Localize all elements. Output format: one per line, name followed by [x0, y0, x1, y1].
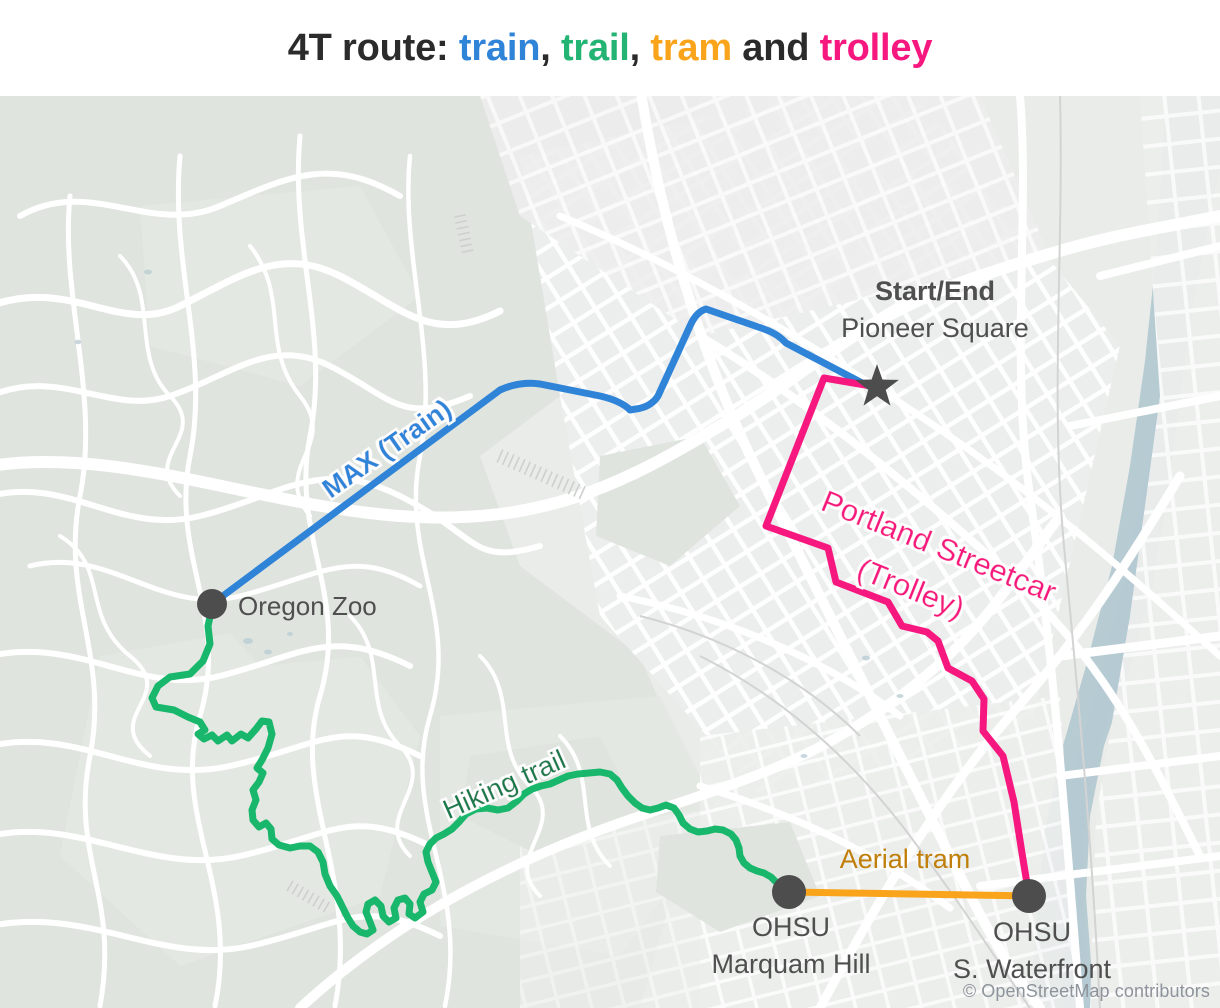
- oregon-zoo-dot-marker[interactable]: [197, 589, 227, 619]
- label-ohsu-waterfront-line1: OHSU: [993, 917, 1071, 947]
- map-hill-polygon-c: [140, 186, 420, 386]
- map-roads-hills: [0, 133, 612, 1008]
- map-bridge-hatching: [286, 213, 586, 913]
- label-ohsu-waterfront-line2: S. Waterfront: [953, 954, 1112, 984]
- route-tram-line[interactable]: [785, 888, 1033, 900]
- marker-layer: [197, 364, 1046, 913]
- route-trail-line[interactable]: [148, 604, 793, 938]
- label-aerial-tram: Aerial tram: [840, 844, 971, 874]
- title-word-trail: trail: [560, 26, 630, 69]
- title-and: and: [731, 26, 820, 69]
- title-word-tram: tram: [650, 26, 732, 69]
- label-ohsu-marquam-line1: OHSU: [752, 912, 830, 942]
- map-roads-arterial: [0, 96, 1220, 1008]
- title-word-train: train: [458, 26, 541, 69]
- title-prefix: 4T route:: [287, 26, 459, 69]
- map-grid-eastside: [1090, 96, 1220, 1008]
- figure-title-bar: 4T route: train, trail, tram and trolley: [0, 0, 1220, 96]
- map-label-layer: Start/End Pioneer Square Oregon Zoo MAX …: [238, 276, 1112, 984]
- label-oregon-zoo: Oregon Zoo: [238, 591, 377, 621]
- map-canvas[interactable]: Start/End Pioneer Square Oregon Zoo MAX …: [0, 96, 1220, 1008]
- osm-attribution: © OpenStreetMap contributors: [962, 981, 1210, 1001]
- route-train-line[interactable]: [208, 305, 868, 608]
- map-rail-lines: [639, 96, 1101, 1008]
- map-svg[interactable]: Start/End Pioneer Square Oregon Zoo MAX …: [0, 96, 1220, 1008]
- map-grid-pearl: [480, 96, 1050, 336]
- label-start-end: Start/End: [875, 276, 995, 306]
- route-trolley-line[interactable]: [762, 374, 1033, 900]
- map-small-water: [74, 269, 904, 758]
- route-layer: [148, 305, 1033, 938]
- ohsu-s-waterfront-dot-marker[interactable]: [1012, 879, 1046, 913]
- ohsu-marquam-hill-dot-marker[interactable]: [772, 875, 806, 909]
- page-title: 4T route: train, trail, tram and trolley: [288, 27, 933, 70]
- label-ohsu-marquam-line2: Marquam Hill: [711, 949, 870, 979]
- title-comma-2: ,: [629, 26, 651, 69]
- label-pioneer-square: Pioneer Square: [841, 313, 1029, 343]
- title-word-trolley: trolley: [819, 26, 933, 69]
- start-end-star-marker[interactable]: [855, 364, 899, 406]
- title-comma-1: ,: [540, 26, 561, 69]
